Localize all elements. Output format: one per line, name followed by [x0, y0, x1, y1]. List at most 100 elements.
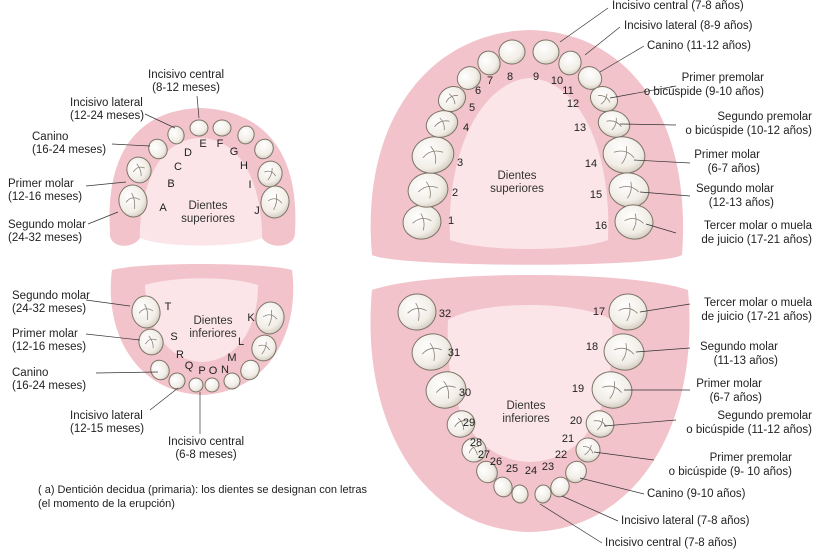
primary-upper-palate	[140, 138, 262, 246]
perm-upper-label-7: o bicúspide (10-12 años)	[685, 125, 812, 137]
permanent-upper-number: 8	[507, 71, 513, 83]
permanent-lower-tooth	[461, 437, 487, 463]
primary-lower-letter: S	[170, 331, 177, 343]
primary-upper-label-canine: Canino(16-24 meses)	[32, 131, 107, 156]
permanent-lower-tooth	[534, 484, 552, 504]
permanent-lower-number: 17	[593, 306, 605, 318]
leader-perm-upper-first-premolar	[609, 85, 677, 99]
permanent-lower-tooth	[550, 476, 570, 498]
leader-primary-upper-canine	[111, 143, 151, 147]
permanent-upper-number: 10	[551, 75, 563, 87]
permanent-lower-number: 29	[463, 417, 475, 429]
primary-lower-label-central-incisor: Incisivo central(6-8 meses)	[168, 436, 245, 461]
permanent-lower-tooth	[425, 371, 467, 409]
perm-upper-label-12: Tercer molar o muela	[703, 220, 812, 232]
permanent-lower-tooth	[476, 460, 498, 484]
primary-upper-letter: D	[184, 147, 192, 159]
leader-perm-lower-second-premolar	[603, 419, 677, 427]
primary-upper-tooth	[254, 138, 274, 160]
leader-perm-upper-second-molar	[639, 191, 691, 197]
leader-perm-lower-third-molar	[639, 303, 691, 313]
perm-lower-label-3: Segundo molar	[700, 341, 778, 353]
permanent-upper-number: 4	[463, 122, 469, 134]
permanent-lower-number: 27	[478, 449, 490, 461]
teeth-layer	[118, 39, 654, 504]
primary-upper-letter: G	[230, 146, 239, 158]
permanent-upper-tooth	[498, 39, 526, 65]
primary-lower-tooth	[188, 377, 204, 393]
primary-lower-tooth	[255, 301, 285, 335]
permanent-upper-number: 12	[567, 98, 579, 110]
permanent-lower-number: 28	[470, 437, 482, 449]
perm-lower-label-7: Segundo premolar	[717, 410, 812, 422]
primary-upper-letter: B	[167, 178, 174, 190]
perm-lower-label-9: Primer premolar	[709, 452, 792, 464]
permanent-lower-tooth	[446, 410, 476, 438]
permanent-lower-number: 18	[586, 341, 598, 353]
leader-perm-upper-second-premolar	[619, 123, 677, 126]
permanent-upper-number: 2	[452, 187, 458, 199]
primary-upper-label-first-molar: Primer molar(12-16 meses)	[8, 178, 83, 203]
figure-caption: ( a) Dentición decidua (primaria): los d…	[38, 484, 367, 510]
perm-lower-label-12: Incisivo lateral (7-8 años)	[621, 515, 750, 527]
leader-primary-lower-canine	[95, 371, 159, 374]
permanent-upper-tooth	[407, 172, 449, 208]
leader-perm-lower-central	[539, 503, 603, 544]
primary-lower-letter: N	[221, 364, 229, 376]
perm-lower-label-11: Canino (9-10 años)	[647, 488, 746, 500]
permanent-upper-tooth	[608, 172, 650, 208]
permanent-upper-tooth	[532, 39, 560, 65]
primary-upper-tooth	[148, 138, 168, 160]
primary-upper-tooth	[260, 185, 290, 219]
permanent-upper-number: 1	[448, 215, 454, 227]
perm-upper-label-2: Incisivo lateral (8-9 años)	[624, 20, 753, 32]
primary-lower-tooth	[138, 328, 164, 356]
permanent-upper-number: 14	[585, 158, 597, 170]
permanent-upper-number: 7	[487, 75, 493, 87]
permanent-lower-tooth	[591, 371, 633, 409]
permanent-upper-number: 16	[595, 220, 607, 232]
primary-lower-tooth	[204, 377, 220, 393]
permanent-lower-number: 32	[439, 308, 451, 320]
primary-upper-label-central-incisor: Incisivo central(8-12 meses)	[148, 69, 225, 94]
perm-upper-label-3: Canino (11-12 años)	[647, 40, 751, 52]
leader-primary-lower-second-molar	[85, 299, 131, 307]
primary-lower-label-canine: Canino(16-24 meses)	[12, 367, 87, 392]
primary-upper-tooth	[167, 125, 185, 145]
primary-lower-title: Dientes inferiores	[189, 315, 237, 340]
permanent-lower-number: 23	[542, 461, 554, 473]
perm-upper-label-4: Primer premolar	[681, 72, 764, 84]
permanent-lower-tooth	[411, 333, 453, 371]
permanent-upper-tooth	[597, 110, 631, 138]
permanent-upper-tooth	[589, 85, 619, 113]
primary-upper-letter: C	[174, 161, 182, 173]
permanent-upper-tooth	[456, 66, 482, 90]
primary-lower-tooth	[251, 334, 277, 362]
perm-lower-label-6: (6-7 años)	[709, 392, 762, 404]
permanent-upper-number: 13	[574, 122, 586, 134]
primary-upper-letter: J	[254, 205, 260, 217]
primary-upper-tooth	[118, 184, 148, 218]
leader-perm-lower-second-molar	[635, 347, 691, 353]
primary-upper-label-lateral-incisor: Incisivo lateral(12-24 meses)	[70, 97, 145, 122]
primary-upper-tooth	[237, 125, 255, 145]
leader-perm-lower-canine	[579, 477, 645, 495]
permanent-upper-tooth	[437, 85, 467, 113]
permanent-lower-number: 19	[572, 383, 584, 395]
permanent-upper-number: 11	[562, 85, 573, 97]
primary-lower-tooth	[223, 372, 241, 390]
primary-lower-letter: R	[176, 349, 184, 361]
primary-lower-letter: M	[227, 352, 236, 364]
leader-perm-upper-lateral	[584, 26, 621, 56]
perm-lower-label-8: o bicúspide (11-12 años)	[686, 424, 812, 436]
primary-upper-tooth	[212, 119, 232, 137]
permanent-lower-number: 30	[459, 387, 471, 399]
permanent-upper-palate	[449, 78, 609, 249]
leader-perm-lower-first-premolar	[593, 451, 655, 461]
leader-primary-lower-first-molar	[85, 333, 141, 341]
permanent-upper-number: 3	[457, 157, 463, 169]
perm-upper-label-6: Segundo premolar	[717, 111, 812, 123]
primary-lower-tongue	[145, 278, 258, 362]
